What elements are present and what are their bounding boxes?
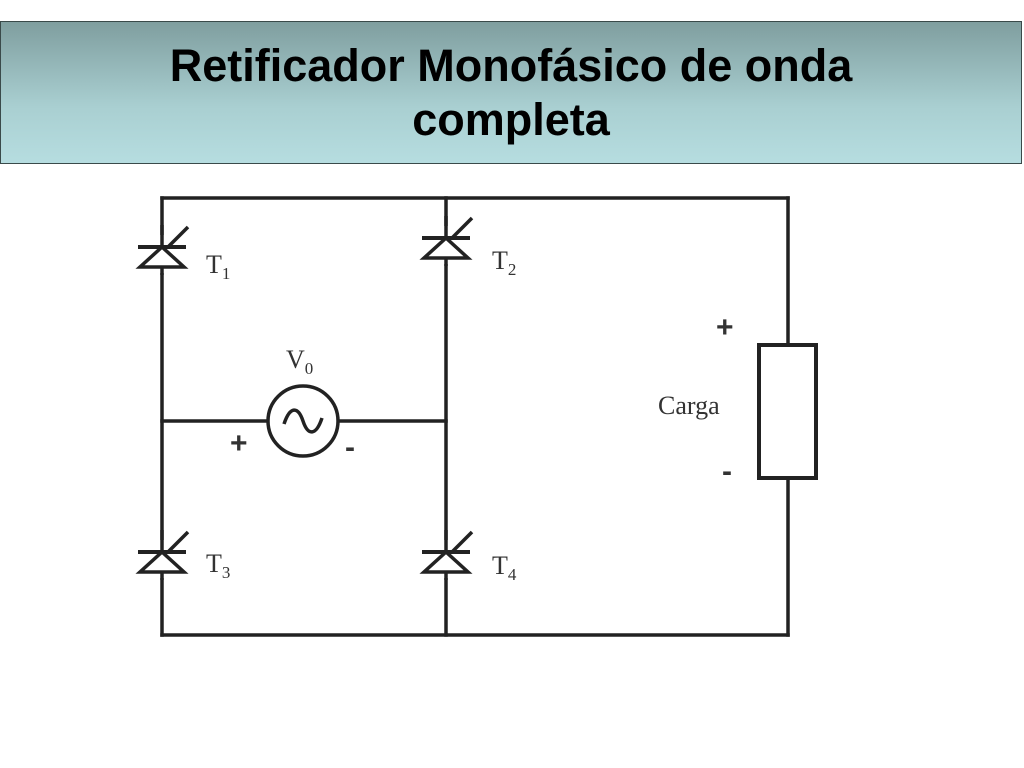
thyristor-t4-label: T4 bbox=[492, 551, 517, 584]
thyristor-t1 bbox=[135, 225, 190, 275]
thyristor-t4 bbox=[419, 530, 474, 580]
thyristor-t2-triangle bbox=[419, 235, 473, 260]
load-plus-sign: + bbox=[716, 311, 734, 344]
thyristor-t2 bbox=[419, 216, 474, 266]
source-minus-sign: - bbox=[345, 431, 355, 464]
thyristor-t2-gate bbox=[450, 216, 474, 240]
source-plus-sign: + bbox=[230, 427, 248, 460]
thyristor-t1-label: T1 bbox=[206, 250, 230, 283]
thyristor-t1-gate bbox=[166, 225, 190, 249]
thyristor-t2-label: T2 bbox=[492, 246, 516, 279]
thyristor-t4-triangle bbox=[419, 549, 473, 574]
source-label: V0 bbox=[286, 345, 313, 378]
title-banner: Retificador Monofásico de onda completa bbox=[0, 21, 1022, 164]
thyristor-t3-gate bbox=[166, 530, 190, 554]
thyristor-t3 bbox=[135, 530, 190, 580]
thyristor-t4-gate bbox=[450, 530, 474, 554]
thyristor-t3-triangle bbox=[135, 549, 189, 574]
sine-wave-icon bbox=[282, 408, 324, 434]
slide-title: Retificador Monofásico de onda completa bbox=[169, 39, 853, 145]
load-label: Carga bbox=[658, 391, 720, 420]
load-minus-sign: - bbox=[722, 455, 732, 488]
thyristor-t1-triangle bbox=[135, 244, 189, 269]
thyristor-t3-label: T3 bbox=[206, 549, 230, 582]
ac-source bbox=[266, 384, 340, 458]
load-resistor bbox=[757, 343, 818, 480]
